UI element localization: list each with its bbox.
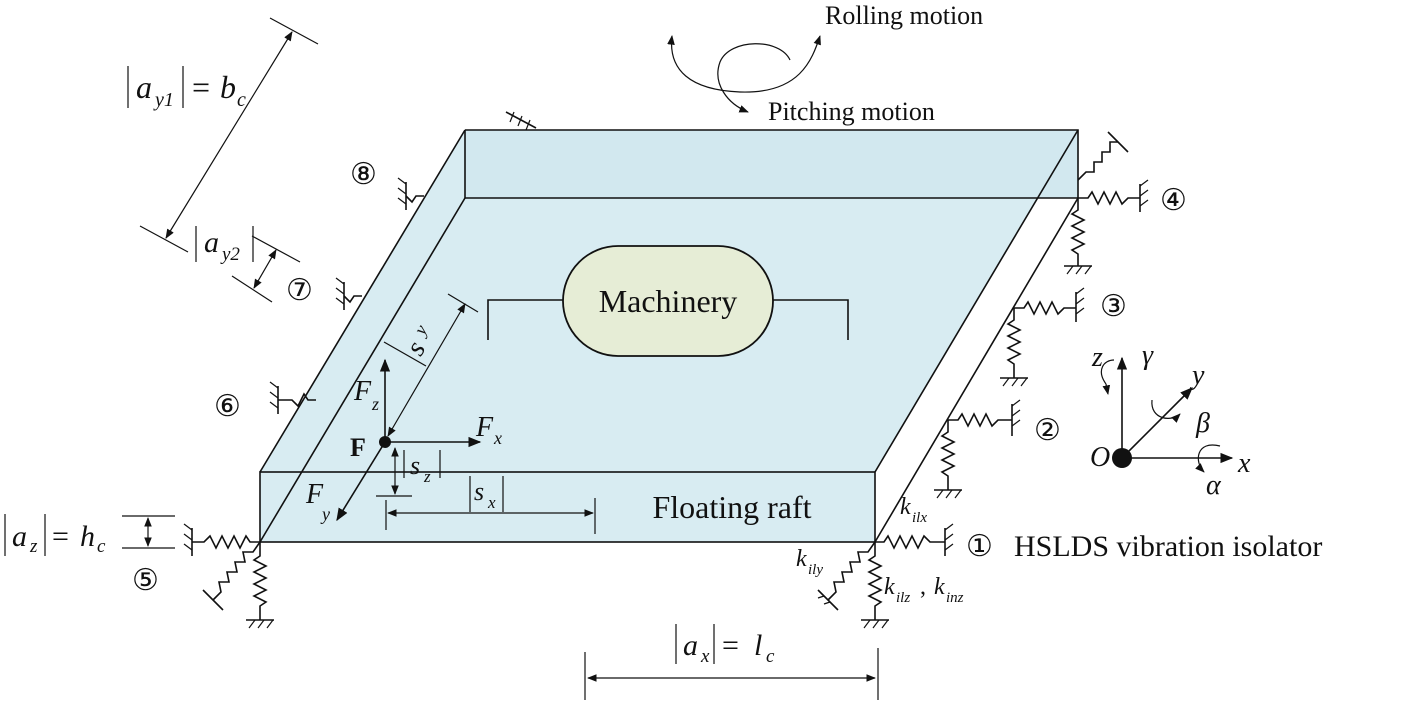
svg-text:y: y: [320, 504, 330, 524]
machinery-label: Machinery: [599, 283, 738, 319]
ay1-b-sub: c: [237, 89, 246, 111]
svg-text:z: z: [423, 467, 431, 486]
dimension-az: a z = h c: [4, 514, 175, 557]
kilx-label: k: [900, 494, 911, 520]
svg-text:,: ,: [920, 574, 926, 600]
stiffness-labels: k ilx k ily k ilz , k inz: [796, 494, 964, 606]
svg-text:ily: ily: [808, 562, 823, 578]
isolator-4: [1064, 131, 1149, 275]
marker-7: ⑦: [286, 274, 313, 307]
z-axis-label: z: [1091, 342, 1103, 373]
back-ground-mark: [505, 111, 537, 131]
az-a: a: [12, 520, 27, 553]
marker-1: ①: [966, 530, 993, 563]
ay1-b: b: [220, 69, 236, 105]
kily-label: k: [796, 546, 807, 572]
ay2-a: a: [204, 226, 219, 259]
dimension-ax: a x = l c: [584, 624, 879, 700]
az-h: h: [80, 520, 95, 553]
svg-text:=: =: [722, 629, 739, 662]
isolator-2: [934, 399, 1021, 499]
force-point-label: F: [350, 433, 366, 462]
fy-label: F: [305, 479, 324, 510]
ax-sub: x: [700, 646, 710, 667]
az-sub: z: [29, 536, 38, 557]
svg-text:=: =: [52, 520, 69, 553]
rolling-motion-label: Rolling motion: [825, 1, 983, 30]
ay2-sub: y2: [220, 244, 240, 265]
isolator-note: HSLDS vibration isolator: [1014, 530, 1322, 563]
sx-label: s: [474, 477, 484, 506]
kinz-label: k: [934, 574, 945, 600]
marker-4: ④: [1160, 184, 1187, 217]
sz-label: s: [410, 451, 420, 480]
ax-l: l: [754, 629, 762, 662]
marker-6: ⑥: [214, 390, 241, 423]
isolator-3: [1000, 287, 1085, 387]
motion-arrows: Rolling motion Pitching motion: [667, 1, 983, 126]
isolator-5: [183, 523, 274, 629]
isolator-8: [397, 177, 424, 210]
ax-l-sub: c: [766, 646, 775, 667]
kilz-label: k: [884, 574, 895, 600]
fx-label: F: [475, 412, 494, 443]
pitching-motion-label: Pitching motion: [768, 97, 935, 126]
alpha-label: α: [1206, 470, 1222, 501]
az-h-sub: c: [97, 536, 106, 557]
svg-text:=: =: [192, 69, 210, 105]
ax-a: a: [683, 629, 698, 662]
gamma-label: γ: [1142, 340, 1154, 371]
marker-5: ⑤: [132, 564, 159, 597]
x-axis-label: x: [1237, 448, 1251, 479]
marker-3: ③: [1100, 290, 1127, 323]
isolator-7: [335, 277, 362, 310]
svg-text:z: z: [371, 394, 379, 414]
coordinate-frame: O x y z α β γ: [1090, 340, 1251, 501]
fz-label: F: [353, 376, 372, 407]
dimension-ay2: a y2: [195, 226, 301, 303]
svg-text:ilx: ilx: [912, 510, 927, 526]
ay1-sub: y1: [153, 89, 174, 111]
svg-text:inz: inz: [946, 590, 964, 606]
raft-front-face: [260, 472, 875, 542]
raft-label: Floating raft: [652, 489, 811, 525]
svg-text:x: x: [493, 428, 502, 448]
svg-text:x: x: [487, 493, 496, 512]
y-axis-label: y: [1189, 360, 1205, 391]
isolator-markers: ① ② ③ ④ ⑤ ⑥ ⑦ ⑧: [132, 158, 1187, 597]
origin-label: O: [1090, 442, 1110, 473]
beta-label: β: [1195, 408, 1210, 439]
raft-back-face: [465, 130, 1078, 198]
marker-2: ②: [1034, 414, 1061, 447]
force-application: F F x F z F y: [305, 358, 502, 524]
machinery: Machinery: [487, 245, 849, 357]
isolator-6: [269, 381, 316, 414]
dimension-ay1: a y1 = b c: [127, 17, 319, 253]
ay1-a: a: [136, 69, 152, 105]
dimension-sx: s x: [385, 476, 596, 534]
svg-text:ilz: ilz: [896, 590, 910, 606]
marker-8: ⑧: [350, 158, 377, 191]
dimension-sz: s z: [376, 447, 441, 497]
isolator-1: [817, 523, 954, 629]
